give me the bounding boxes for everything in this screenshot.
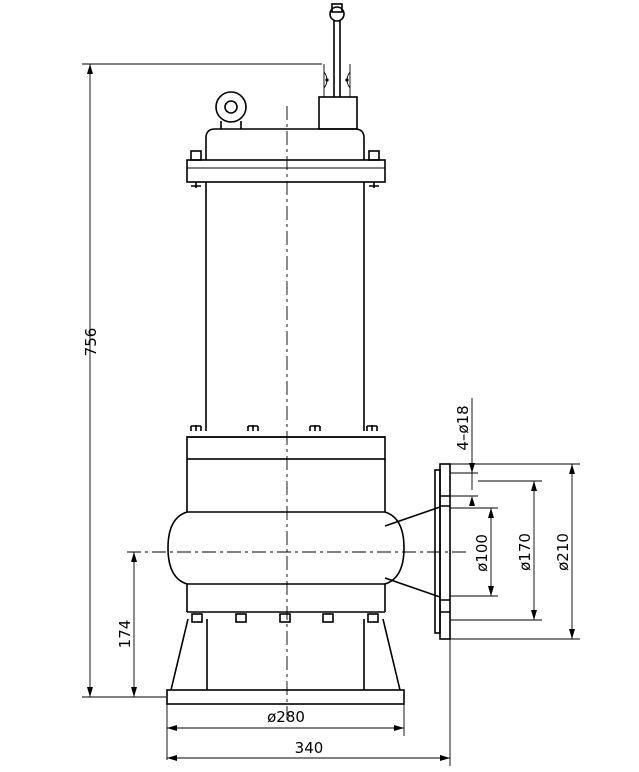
dim-base-width bbox=[167, 639, 451, 766]
pump-housing bbox=[167, 436, 405, 613]
lifting-eye bbox=[215, 91, 247, 129]
top-cover bbox=[186, 128, 386, 183]
dim-flange-holes bbox=[469, 398, 475, 506]
base-stand bbox=[166, 618, 405, 705]
dim-flange-outer bbox=[450, 463, 580, 640]
dim-outlet-bore bbox=[450, 507, 498, 597]
outlet-pipe bbox=[384, 506, 441, 598]
base-width-label: 340 bbox=[295, 739, 324, 757]
dim-overall-height bbox=[82, 63, 322, 698]
base-diameter-label: ø280 bbox=[267, 708, 305, 726]
outlet-flange bbox=[434, 463, 478, 640]
bolt-circle-label: ø170 bbox=[516, 533, 534, 571]
base-bolts bbox=[191, 613, 379, 623]
dim-bolt-circle bbox=[450, 480, 542, 621]
outlet-height-label: 174 bbox=[116, 620, 134, 649]
cable-entry bbox=[318, 3, 358, 130]
mid-flange-bolts bbox=[190, 425, 378, 431]
outlet-bore-label: ø100 bbox=[473, 534, 491, 572]
dim-base-diameter bbox=[166, 704, 405, 760]
overall-height-label: 756 bbox=[82, 328, 100, 357]
dim-outlet-height bbox=[131, 552, 137, 697]
top-cover-bolts bbox=[190, 150, 380, 188]
flange-outer-label: ø210 bbox=[554, 533, 572, 571]
motor-body bbox=[205, 182, 365, 431]
flange-holes-label: 4–ø18 bbox=[454, 405, 472, 450]
